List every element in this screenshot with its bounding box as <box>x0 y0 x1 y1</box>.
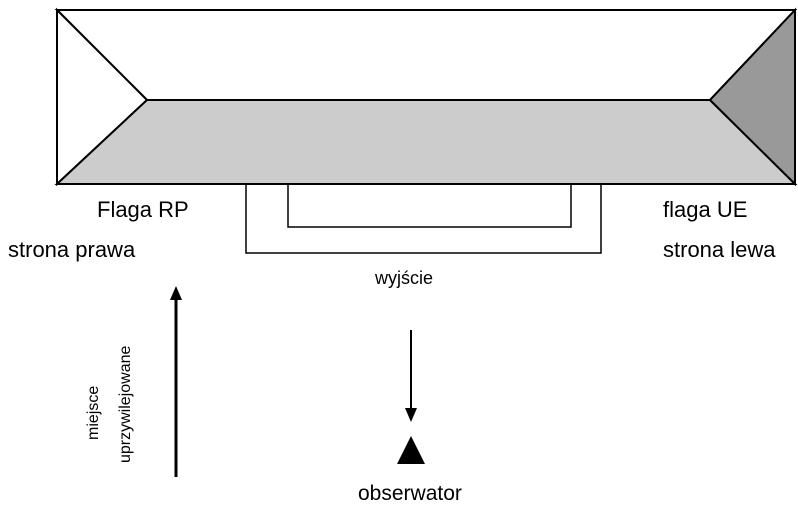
exit-label: wyjście <box>375 268 434 288</box>
privileged-arrow-head <box>170 286 182 300</box>
flag-ue-label: flaga UE <box>663 197 748 222</box>
observer-label: obserwator <box>358 482 462 505</box>
observer-arrow-head <box>405 408 417 422</box>
side-left-label: strona lewa <box>663 237 776 262</box>
exit-inner-rect <box>287 183 572 228</box>
privileged-place-label-line1: miejsce <box>85 385 102 440</box>
hall-right-face <box>708 7 796 187</box>
observer-marker <box>397 436 425 464</box>
flag-rp-label: Flaga RP <box>97 197 189 222</box>
privileged-place-label-line2: uprzywilejowane <box>117 345 134 463</box>
hall-top-face <box>54 9 798 101</box>
side-right-label: strona prawa <box>8 237 136 262</box>
hall-front-face <box>54 99 798 185</box>
